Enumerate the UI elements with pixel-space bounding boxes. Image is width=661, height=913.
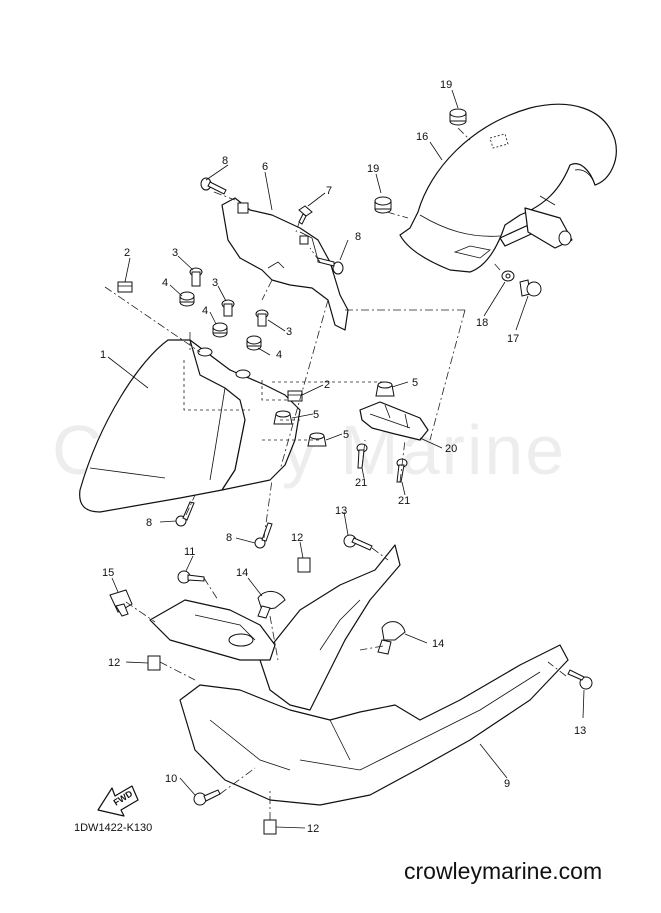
callout-3: 3 xyxy=(212,277,218,289)
fwd-direction-arrow: FWD xyxy=(97,785,139,817)
callout-19: 19 xyxy=(440,79,452,91)
part-3-screw-1[interactable] xyxy=(189,267,203,287)
part-3-screw-2[interactable] xyxy=(221,299,235,317)
part-19-grommet-upper[interactable] xyxy=(449,108,467,126)
callout-5: 5 xyxy=(313,409,319,421)
callout-14: 14 xyxy=(236,567,248,579)
part-5-nut-1[interactable] xyxy=(375,381,395,397)
callout-2: 2 xyxy=(324,379,330,391)
site-url[interactable]: crowleymarine.com xyxy=(404,858,603,884)
callout-6: 6 xyxy=(262,161,268,173)
part-15-clip[interactable] xyxy=(109,589,133,617)
callout-17: 17 xyxy=(507,333,519,345)
part-2-clip-upper[interactable] xyxy=(117,281,133,293)
part-5-nut-3[interactable] xyxy=(307,432,327,447)
callout-15: 15 xyxy=(102,567,114,579)
callout-12: 12 xyxy=(291,532,303,544)
assembly-reference-lines xyxy=(104,127,567,820)
callout-13: 13 xyxy=(335,505,347,517)
part-1-front-fender[interactable] xyxy=(79,339,301,513)
callout-16: 16 xyxy=(416,131,428,143)
callout-13: 13 xyxy=(574,725,586,737)
part-13-bolt-upper[interactable] xyxy=(343,534,373,551)
part-18-washer[interactable] xyxy=(501,270,515,282)
part-12-clip-left[interactable] xyxy=(147,655,161,671)
callout-1: 1 xyxy=(100,349,106,361)
leader-lines xyxy=(107,89,585,829)
callout-20: 20 xyxy=(445,443,457,455)
callout-4: 4 xyxy=(162,277,168,289)
part-6-inner-panel[interactable] xyxy=(221,197,349,331)
part-12-clip-upper[interactable] xyxy=(297,557,311,573)
callout-21: 21 xyxy=(398,495,410,507)
part-19-grommet-lower[interactable] xyxy=(374,196,392,214)
part-4-grommet-1[interactable] xyxy=(179,291,195,307)
callout-12: 12 xyxy=(108,657,120,669)
part-5-nut-2[interactable] xyxy=(273,410,293,425)
part-8-screw-upper-left[interactable] xyxy=(200,177,227,195)
callout-10: 10 xyxy=(165,773,177,785)
callout-5: 5 xyxy=(412,377,418,389)
callout-8: 8 xyxy=(222,155,228,167)
callout-7: 7 xyxy=(326,185,332,197)
part-8-screw-lower-right[interactable] xyxy=(254,522,273,549)
callout-3: 3 xyxy=(172,247,178,259)
part-8-screw-lower-left[interactable] xyxy=(175,501,195,527)
part-10-bolt[interactable] xyxy=(193,789,221,806)
part-11-bolt[interactable] xyxy=(177,570,205,584)
callout-8: 8 xyxy=(226,532,232,544)
part-16-rear-fender[interactable] xyxy=(399,103,617,273)
part-17-bolt[interactable] xyxy=(519,279,542,297)
callout-9: 9 xyxy=(504,778,510,790)
callout-8: 8 xyxy=(146,517,152,529)
callout-4: 4 xyxy=(276,349,282,361)
callout-labels: 19 16 19 8 6 7 8 2 3 4 3 4 3 4 1 2 5 5 5… xyxy=(100,79,586,835)
part-14-fastener-right[interactable] xyxy=(377,621,406,655)
part-3-screw-3[interactable] xyxy=(255,309,269,327)
part-9-lower-cover[interactable] xyxy=(179,544,569,806)
part-2-clip-lower[interactable] xyxy=(287,390,303,402)
callout-18: 18 xyxy=(476,317,488,329)
callout-14: 14 xyxy=(432,638,444,650)
drawing-code: 1DW1422-K130 xyxy=(74,822,153,834)
part-11-handle-bracket[interactable] xyxy=(149,599,276,661)
callout-8: 8 xyxy=(355,231,361,243)
part-7-screw[interactable] xyxy=(298,205,313,225)
part-13-bolt-right[interactable] xyxy=(567,669,593,690)
part-14-fastener-left[interactable] xyxy=(257,591,286,619)
callout-21: 21 xyxy=(355,477,367,489)
callout-3: 3 xyxy=(286,326,292,338)
part-8-screw-upper-right[interactable] xyxy=(317,257,344,275)
part-12-clip-bottom[interactable] xyxy=(263,819,277,835)
callout-5: 5 xyxy=(343,429,349,441)
callout-12: 12 xyxy=(307,823,319,835)
part-4-grommet-3[interactable] xyxy=(246,335,262,351)
callout-11: 11 xyxy=(184,546,195,558)
callout-2: 2 xyxy=(124,247,130,259)
callout-4: 4 xyxy=(202,305,208,317)
part-4-grommet-2[interactable] xyxy=(212,322,228,338)
part-20-bracket[interactable] xyxy=(359,401,429,441)
callout-19: 19 xyxy=(367,163,379,175)
